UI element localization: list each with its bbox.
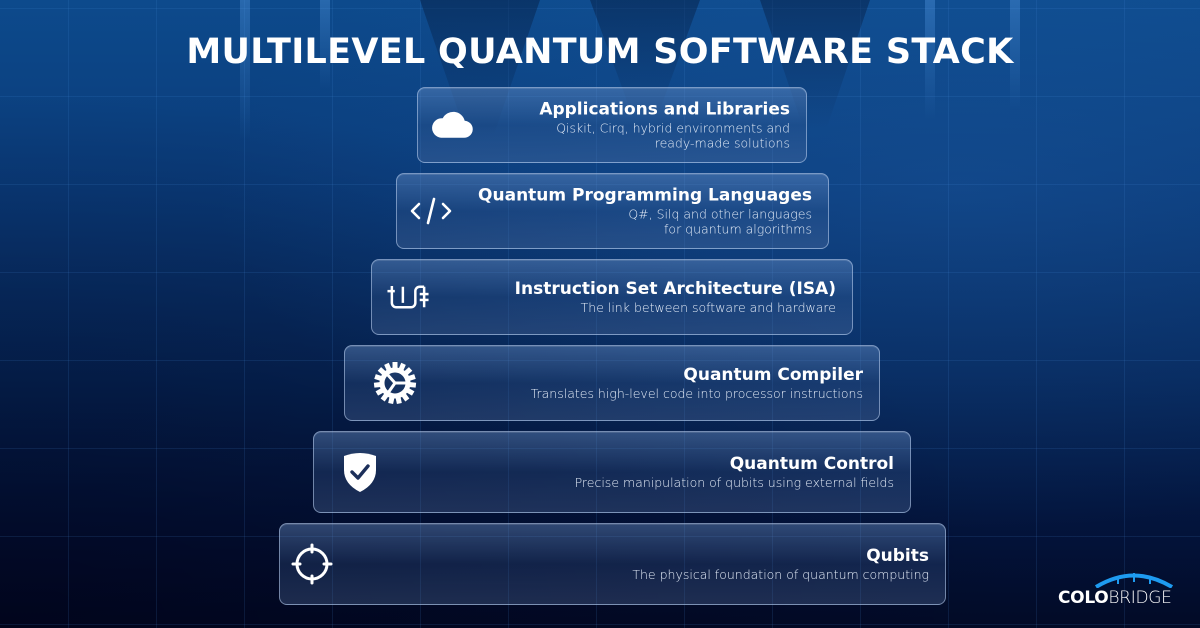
code-icon [409,189,453,233]
layer-title: Quantum Programming Languages [478,185,812,206]
layer-card-isa: Instruction Set Architecture (ISA) The l… [371,259,853,335]
layer-card-qubits: Qubits The physical foundation of quantu… [279,523,946,605]
layer-title: Qubits [866,546,929,566]
shield-check-icon [338,450,382,494]
layer-title: Instruction Set Architecture (ISA) [514,279,836,299]
layer-card-control: Quantum Control Precise manipulation of … [313,431,911,513]
logo-wordmark: COLOBRIDGE [1058,588,1172,608]
gear-icon [373,361,417,405]
layer-card-compiler: Quantum Compiler Translates high-level c… [344,345,880,421]
layer-title: Applications and Libraries [539,99,790,120]
circuit-link-icon [386,275,430,319]
layer-description: Q#, Silq and other languages for quantum… [628,206,812,237]
bridge-arc-icon [1094,573,1174,588]
layer-title: Quantum Control [729,454,894,474]
colobridge-logo[interactable]: COLOBRIDGE [1058,570,1174,610]
crosshair-icon [290,542,334,586]
layer-description: The link between software and hardware [580,300,836,315]
layer-description: The physical foundation of quantum compu… [632,567,929,582]
cloud-icon [430,103,474,147]
logo-light: BRIDGE [1108,588,1172,608]
layer-card-languages: Quantum Programming Languages Q#, Silq a… [396,173,829,249]
layer-description: Precise manipulation of qubits using ext… [574,475,894,490]
layer-card-applications: Applications and Libraries Qiskit, Cirq,… [417,87,807,163]
page-title: MULTILEVEL QUANTUM SOFTWARE STACK [186,32,1014,72]
layer-title: Quantum Compiler [683,365,863,385]
layer-description: Translates high-level code into processo… [530,386,863,401]
layer-description: Qiskit, Cirq, hybrid environments and re… [556,120,790,151]
logo-bold: COLO [1058,588,1109,608]
